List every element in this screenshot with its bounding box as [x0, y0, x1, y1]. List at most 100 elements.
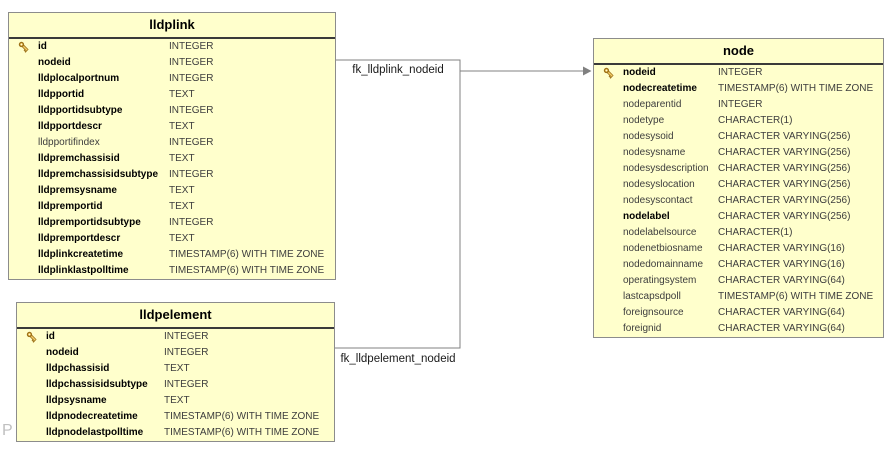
column-type: INTEGER: [169, 73, 214, 84]
column-name: nodecreatetime: [623, 83, 697, 94]
table-row: nodetype CHARACTER(1): [594, 113, 883, 129]
column-name: foreignid: [623, 323, 662, 334]
column-name: lldpportid: [38, 89, 85, 100]
table-title: lldpelement: [17, 303, 334, 329]
column-type: CHARACTER VARYING(256): [718, 147, 851, 158]
fk-connector-line: [333, 59, 461, 349]
column-type: CHARACTER(1): [718, 115, 793, 126]
table-row: foreignsource CHARACTER VARYING(64): [594, 305, 883, 321]
column-name: nodesyslocation: [623, 179, 695, 190]
column-name: foreignsource: [623, 307, 684, 318]
table-row: lldpremportid TEXT: [9, 199, 335, 215]
table-row: lldpremportidsubtype INTEGER: [9, 215, 335, 231]
column-type: CHARACTER(1): [718, 227, 793, 238]
column-name: nodedomainname: [623, 259, 704, 270]
column-name: nodetype: [623, 115, 665, 126]
table-row: operatingsystem CHARACTER VARYING(64): [594, 273, 883, 289]
column-name: nodeid: [623, 67, 656, 78]
column-type: CHARACTER VARYING(16): [718, 259, 845, 270]
column-name: nodeparentid: [623, 99, 682, 110]
primary-key-icon: [602, 66, 616, 80]
column-name: lldplinklastpolltime: [38, 265, 129, 276]
table-title: lldplink: [9, 13, 335, 39]
column-type: TEXT: [164, 395, 190, 406]
watermark-text: P: [2, 422, 13, 439]
column-type: INTEGER: [169, 169, 214, 180]
table-row: lldpportid TEXT: [9, 87, 335, 103]
column-name: lldpchassisid: [46, 363, 110, 374]
column-name: id: [46, 331, 55, 342]
column-type: INTEGER: [169, 217, 214, 228]
table-row: lldpremportdescr TEXT: [9, 231, 335, 247]
column-type: INTEGER: [169, 41, 214, 52]
column-type: TEXT: [169, 233, 195, 244]
column-name: lastcapsdpoll: [623, 291, 681, 302]
arrowhead-icon: [583, 66, 592, 76]
column-type: TIMESTAMP(6) WITH TIME ZONE: [169, 265, 325, 276]
column-name: nodelabelsource: [623, 227, 697, 238]
column-name: lldpremportdescr: [38, 233, 121, 244]
column-name: lldpremchassisidsubtype: [38, 169, 159, 180]
column-name: nodelabel: [623, 211, 670, 222]
column-name: lldpremchassisid: [38, 153, 120, 164]
column-name: operatingsystem: [623, 275, 697, 286]
column-type: INTEGER: [169, 57, 214, 68]
column-type: TEXT: [169, 121, 195, 132]
column-name: lldplinkcreatetime: [38, 249, 124, 260]
table-row: nodecreatetime TIMESTAMP(6) WITH TIME ZON…: [594, 81, 883, 97]
column-type: INTEGER: [164, 347, 209, 358]
column-name: lldpremsysname: [38, 185, 117, 196]
column-type: CHARACTER VARYING(64): [718, 307, 845, 318]
column-type: TIMESTAMP(6) WITH TIME ZONE: [718, 83, 874, 94]
column-name: lldplocalportnum: [38, 73, 120, 84]
table-row: lldpremchassisidsubtype INTEGER: [9, 167, 335, 183]
primary-key-icon: [25, 330, 39, 344]
column-name: lldpremportidsubtype: [38, 217, 141, 228]
column-type: CHARACTER VARYING(64): [718, 275, 845, 286]
table-row: lldplocalportnum INTEGER: [9, 71, 335, 87]
fk-label-lldpelement-nodeid: fk_lldpelement_nodeid: [340, 353, 456, 365]
table-row: nodesysname CHARACTER VARYING(256): [594, 145, 883, 161]
table-row: nodeid INTEGER: [9, 55, 335, 71]
primary-key-icon: [17, 40, 31, 54]
column-name: nodesysdescription: [623, 163, 709, 174]
column-name: nodeid: [38, 57, 71, 68]
column-type: INTEGER: [718, 67, 763, 78]
column-type: TEXT: [169, 89, 195, 100]
table-title: node: [594, 39, 883, 65]
column-type: INTEGER: [164, 379, 209, 390]
column-type: INTEGER: [718, 99, 763, 110]
column-type: TIMESTAMP(6) WITH TIME ZONE: [164, 427, 320, 438]
table-row: lldplinklastpolltime TIMESTAMP(6) WITH TI…: [9, 263, 335, 279]
column-name: lldpremportid: [38, 201, 103, 212]
table-row: nodelabelsource CHARACTER(1): [594, 225, 883, 241]
column-type: CHARACTER VARYING(256): [718, 131, 851, 142]
column-name: nodesysname: [623, 147, 686, 158]
column-name: lldpnodecreatetime: [46, 411, 138, 422]
column-type: TEXT: [169, 201, 195, 212]
column-type: INTEGER: [169, 105, 214, 116]
